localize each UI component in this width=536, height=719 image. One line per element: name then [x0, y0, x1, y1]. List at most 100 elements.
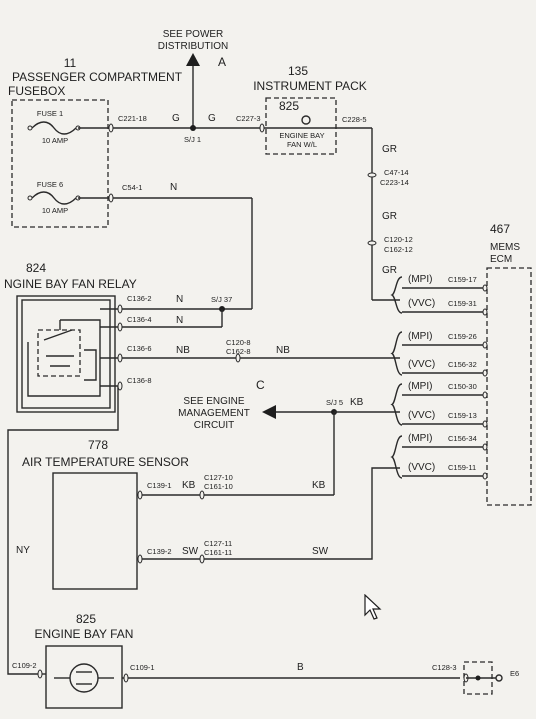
- engine-mgmt-label-line3: CIRCUIT: [194, 420, 235, 431]
- conn-c162a: C162-12: [384, 245, 413, 254]
- ecm-pin-connector: C150-30: [448, 382, 477, 391]
- conn-c128: C128-3: [432, 663, 457, 672]
- earth-icon: [495, 674, 503, 682]
- engine-bay-fan-relay: 824 NGINE BAY FAN RELAY: [4, 261, 137, 413]
- ecm-pin: [482, 341, 488, 349]
- ecm-pin: [482, 391, 488, 399]
- wire-gr: C228-5 GR C47-14 C223-14 GR C120-12 C162…: [336, 115, 413, 301]
- fan-motor-icon: [69, 663, 99, 693]
- relay-number: 824: [26, 261, 46, 275]
- conn-c136-2: C136-2: [127, 294, 152, 303]
- conn-c136-6: C136-6: [127, 344, 152, 353]
- fuse1-icon: [31, 121, 77, 135]
- ecm-number: 467: [490, 222, 510, 236]
- wire-b: B: [297, 662, 304, 673]
- warning-lamp-label-line2: FAN W/L: [287, 140, 317, 149]
- conn-c161-11: C161-11: [204, 548, 232, 557]
- conn-c227: C227-3: [236, 114, 261, 123]
- engine-bay-fan: 825 ENGINE BAY FAN C109-2 C109-1 B C128-…: [12, 612, 460, 709]
- engine-mgmt-arrow-icon: [262, 405, 276, 419]
- conn-c136-8: C136-8: [127, 376, 152, 385]
- wire-n3: N: [176, 315, 183, 326]
- ecm-pin-connector: C156-32: [448, 360, 477, 369]
- wire-sw1: SW: [182, 546, 199, 557]
- conn-c139-1: C139-1: [147, 481, 172, 490]
- wire-gr3: GR: [382, 265, 397, 276]
- mouse-cursor-icon: [364, 594, 382, 620]
- conn-c120a: C120-12: [384, 235, 413, 244]
- ecm-pin-connector: C159-31: [448, 299, 477, 308]
- conn-c127-10: C127-10: [204, 473, 233, 482]
- ecm-subtitle: ECM: [490, 254, 512, 265]
- ecm-pin: [482, 443, 488, 451]
- ecm-title: MEMS: [490, 242, 520, 253]
- variant-label: (MPI): [408, 433, 432, 444]
- wire-gr2: GR: [382, 211, 397, 222]
- fusebox: 11 PASSENGER COMPARTMENT FUSEBOX FUSE 1 …: [8, 56, 183, 228]
- variant-label: (MPI): [408, 274, 432, 285]
- relay-outline: [16, 295, 116, 413]
- wire-nb2: NB: [276, 345, 290, 356]
- conn-c127-11: C127-11: [204, 539, 232, 548]
- warning-lamp-label-line1: ENGINE BAY: [279, 131, 324, 140]
- conn-c136-4: C136-4: [127, 315, 152, 324]
- conn-c109-2: C109-2: [12, 661, 37, 670]
- ecm-pin-connector: C159-26: [448, 332, 477, 341]
- conn-c109-1: C109-1: [130, 663, 155, 672]
- sj1-label: S/J 1: [184, 135, 201, 144]
- sj5-label: S/J 5: [326, 398, 343, 407]
- fan-outline: [45, 645, 123, 709]
- wire-g-top: S/J 1 C221-18 G G C227-3: [78, 66, 268, 144]
- wire-gr1: GR: [382, 144, 397, 155]
- fusebox-title: PASSENGER COMPARTMENT: [12, 70, 183, 84]
- variant-bracket-icon: [390, 383, 403, 426]
- variant-label: (MPI): [408, 331, 432, 342]
- wire-kb1: KB: [350, 397, 364, 408]
- fuse6-name: FUSE 6: [37, 180, 63, 189]
- ecm-pin-connector: C159-13: [448, 411, 477, 420]
- fusebox-subtitle: FUSEBOX: [8, 84, 65, 98]
- variant-label: (MPI): [408, 381, 432, 392]
- relay-wires: C136-2 N S/J 37 C136-4 N C136-6 NB C120-…: [7, 294, 400, 675]
- wire-sw2: SW: [312, 546, 329, 557]
- variant-label: (VVC): [408, 410, 435, 421]
- conn-c221: C221-18: [118, 114, 147, 123]
- relay-coil-icon: [37, 329, 81, 377]
- variant-label: (VVC): [408, 359, 435, 370]
- ecm-pin-rows: (MPI)C159-17(VVC)C159-31(MPI)C159-26(VVC…: [390, 274, 488, 480]
- instrument-pack-title: INSTRUMENT PACK: [253, 79, 367, 93]
- conn-c47: C47-14: [384, 168, 409, 177]
- earth-label: E6: [510, 669, 519, 678]
- fusebox-number: 11: [64, 56, 77, 70]
- engine-management-link: C SEE ENGINE MANAGEMENT CIRCUIT S/J 5 KB: [178, 378, 400, 495]
- conn-c139-2: C139-2: [147, 547, 172, 556]
- conn-c162b: C162-8: [226, 347, 251, 356]
- instrument-pack-number: 135: [288, 64, 308, 78]
- wire-kb2: KB: [182, 480, 196, 491]
- engine-mgmt-label-line2: MANAGEMENT: [178, 408, 250, 419]
- fan-number: 825: [76, 612, 96, 626]
- conn-c120b: C120-8: [226, 338, 251, 347]
- power-label-line1: SEE POWER: [163, 29, 224, 40]
- conn-c54: C54-1: [122, 183, 142, 192]
- fuse1-name: FUSE 1: [37, 109, 63, 118]
- ecm-pin-connector: C156-34: [448, 434, 477, 443]
- sj37-label: S/J 37: [211, 295, 232, 304]
- engine-mgmt-label-line1: SEE ENGINE: [183, 396, 244, 407]
- fuse6-icon: [31, 191, 77, 205]
- variant-bracket-icon: [390, 276, 403, 314]
- power-arrow-icon: [186, 53, 200, 66]
- wire-g1: G: [172, 113, 180, 124]
- ecm-pin: [482, 369, 488, 377]
- sensor-number: 778: [88, 438, 108, 452]
- fuse6-rating: 10 AMP: [42, 206, 68, 215]
- power-label-line2: DISTRIBUTION: [158, 41, 229, 52]
- instrument-pack: 135 INSTRUMENT PACK 825 ENGINE BAY FAN W…: [253, 64, 367, 155]
- variant-bracket-icon: [390, 435, 403, 479]
- ecm-pin: [482, 472, 488, 480]
- conn-c228: C228-5: [342, 115, 367, 124]
- ecm-pin: [482, 308, 488, 316]
- power-letter: A: [218, 55, 226, 69]
